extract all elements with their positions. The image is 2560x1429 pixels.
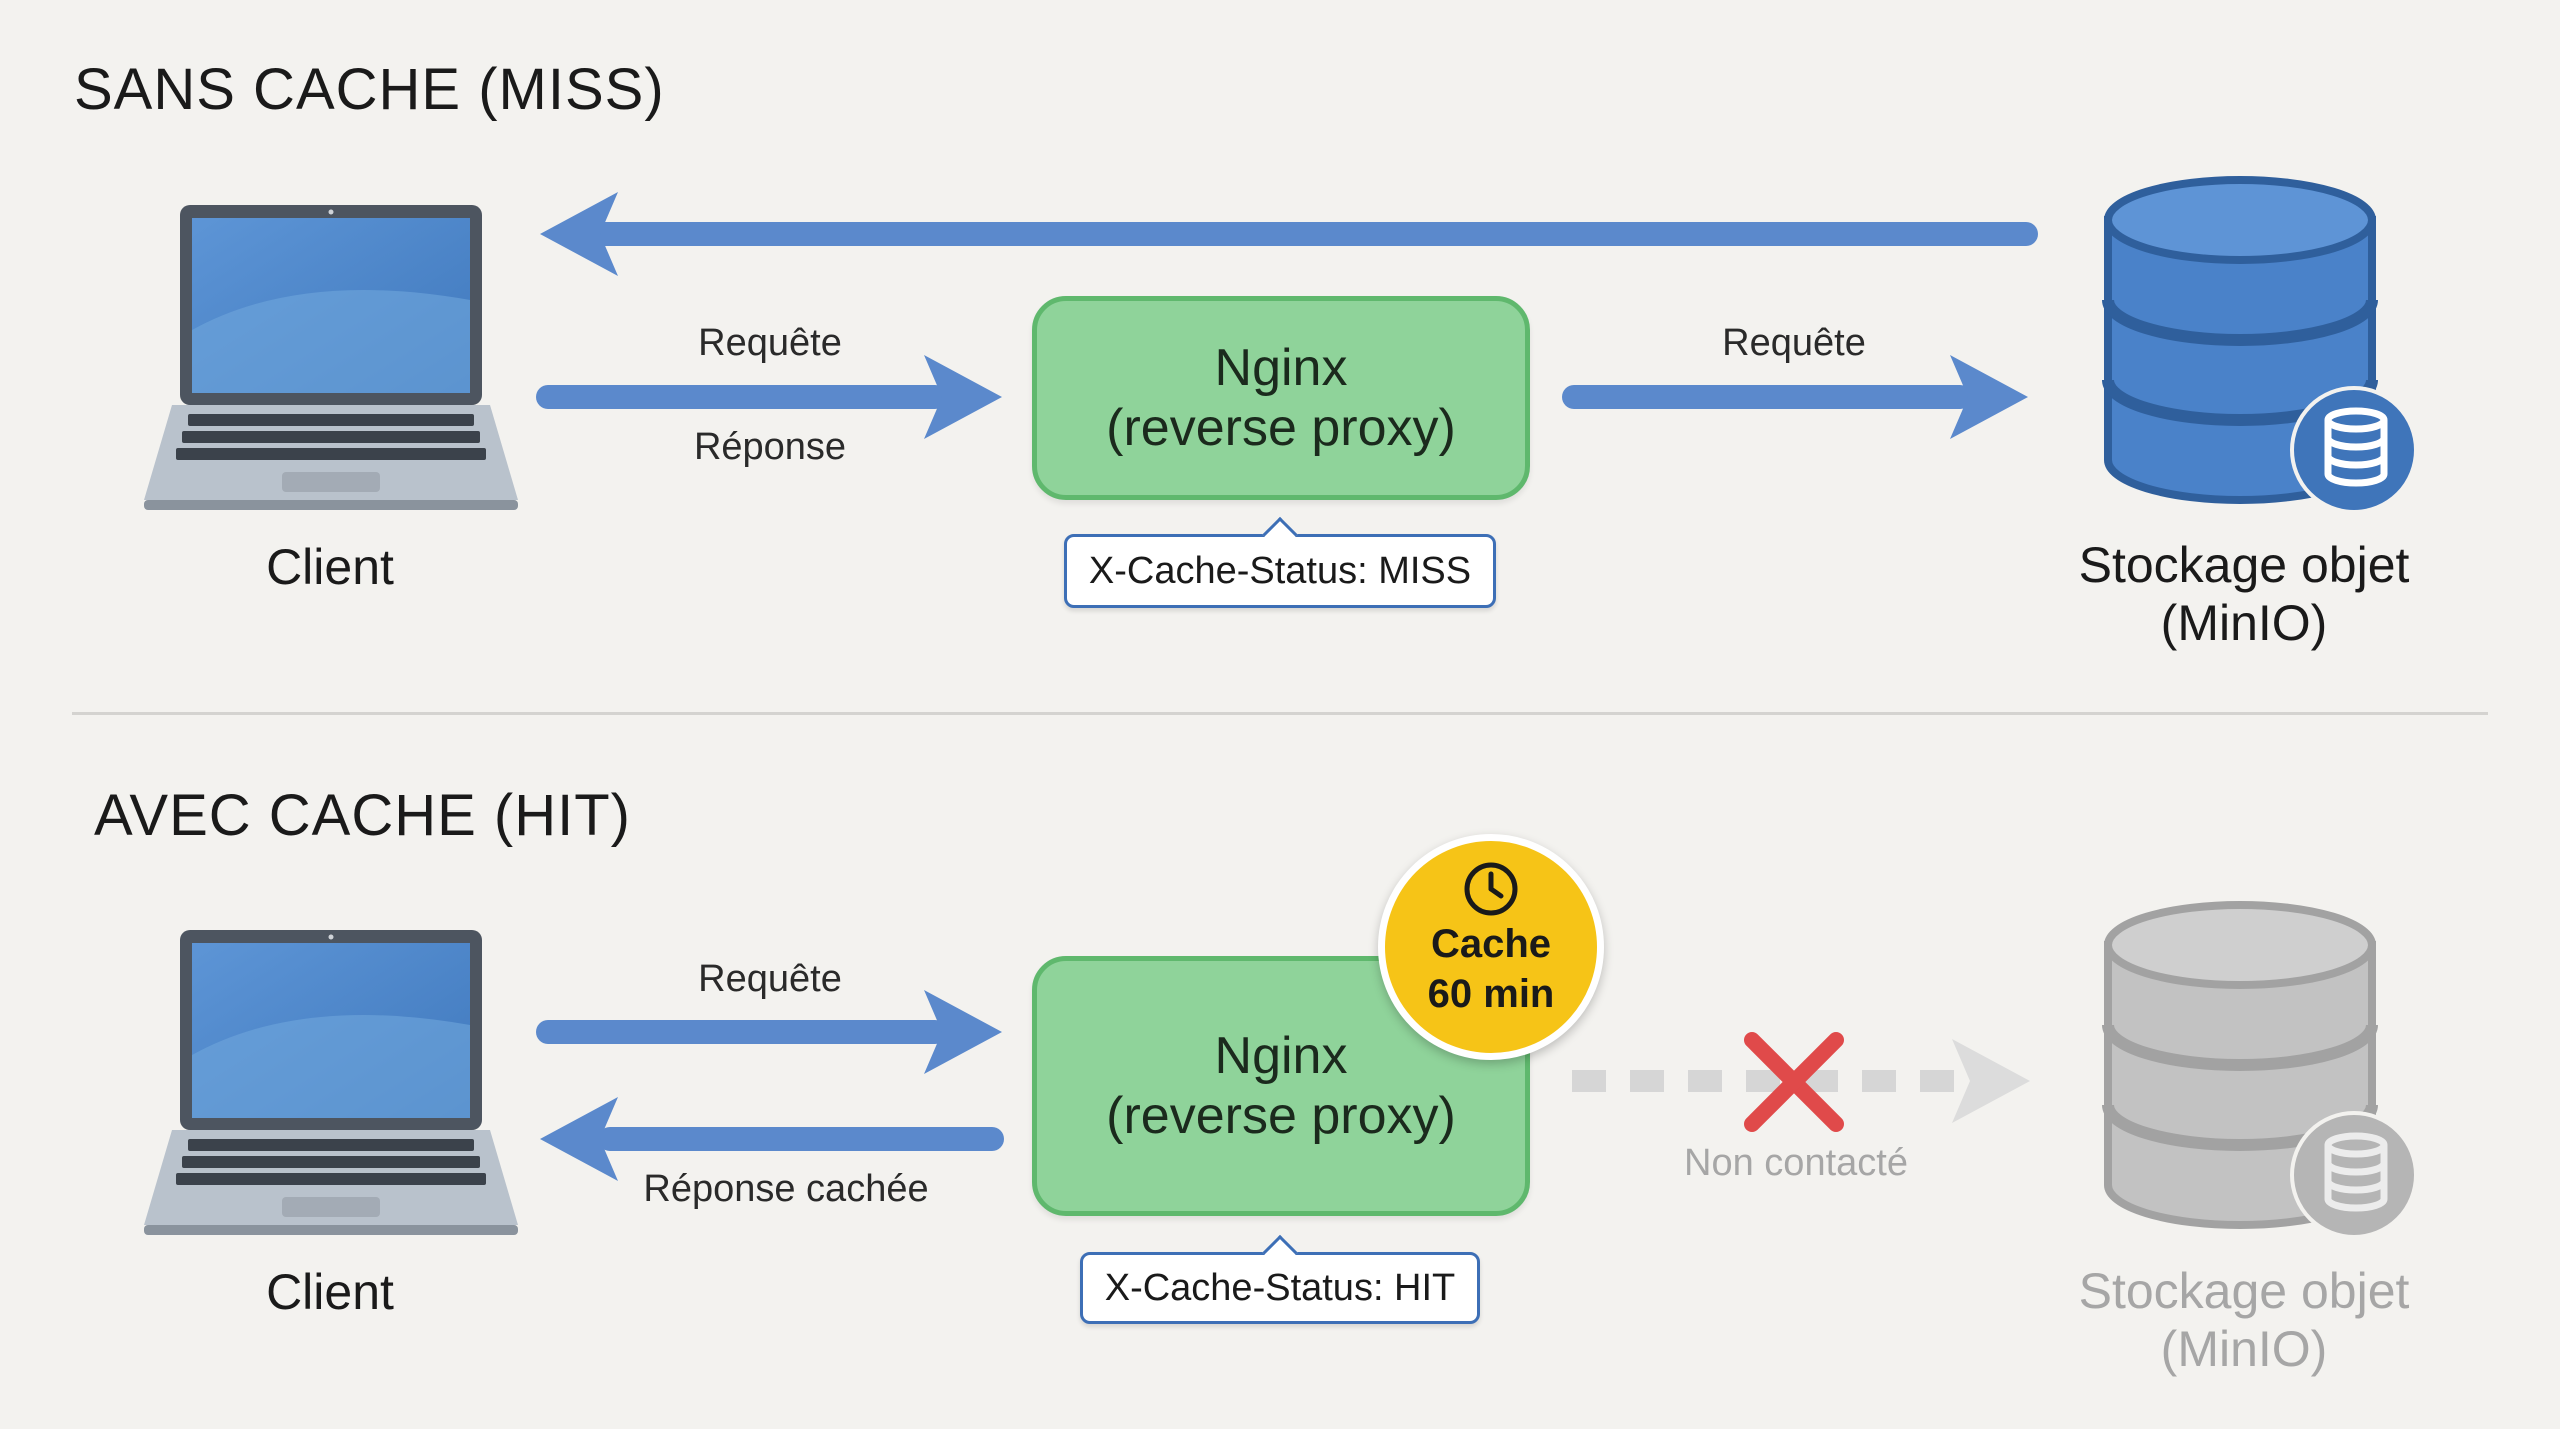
cached-response-arrow-nginx-to-client — [540, 1097, 1004, 1181]
cache-status-tag: X-Cache-Status: HIT — [1080, 1252, 1480, 1324]
cross-icon — [1744, 1032, 1844, 1132]
storage-label: Stockage objet (MinIO) — [2079, 536, 2410, 652]
blocked-arrow-nginx-to-storage — [1572, 1039, 2030, 1123]
clock-icon — [1464, 862, 1518, 916]
request-label: Requête — [698, 322, 842, 364]
response-arrow-storage-to-client — [540, 192, 2038, 276]
nginx-node: Nginx (reverse proxy) — [1032, 296, 1530, 500]
nginx-name: Nginx — [1214, 1027, 1348, 1085]
section-title-hit: AVEC CACHE (HIT) — [94, 783, 631, 848]
nginx-role: (reverse proxy) — [1106, 399, 1456, 457]
laptop-icon — [144, 205, 518, 510]
nginx-role: (reverse proxy) — [1106, 1087, 1456, 1145]
nginx-name: Nginx — [1214, 339, 1348, 397]
request-label: Requête — [698, 958, 842, 1000]
storage-product: (MinIO) — [2160, 595, 2328, 651]
client-label: Client — [266, 539, 394, 595]
request-arrow-client-to-nginx — [536, 990, 1002, 1074]
laptop-icon — [144, 930, 518, 1235]
database-icon — [2102, 901, 2418, 1239]
client-label: Client — [266, 1264, 394, 1320]
section-divider — [72, 712, 2488, 715]
request-arrow-nginx-to-storage — [1562, 355, 2028, 439]
cache-ttl-badge: Cache 60 min — [1378, 834, 1604, 1060]
cache-badge-label: Cache — [1430, 922, 1552, 966]
storage-name: Stockage objet — [2078, 1263, 2410, 1319]
section-title-miss: SANS CACHE (MISS) — [74, 57, 665, 122]
database-icon — [2102, 176, 2418, 514]
response-label: Réponse — [693, 426, 847, 468]
cache-badge-duration: 60 min — [1427, 972, 1555, 1016]
storage-name: Stockage objet — [2078, 537, 2410, 593]
storage-label: Stockage objet (MinIO) — [2079, 1262, 2410, 1378]
storage-product: (MinIO) — [2160, 1321, 2328, 1377]
cache-status-tag: X-Cache-Status: MISS — [1064, 534, 1496, 608]
upstream-request-label: Requête — [1722, 322, 1866, 364]
cached-response-label: Réponse cachée — [643, 1168, 929, 1210]
not-contacted-label: Non contacté — [1684, 1142, 1908, 1184]
request-arrow-client-to-nginx — [536, 355, 1002, 439]
